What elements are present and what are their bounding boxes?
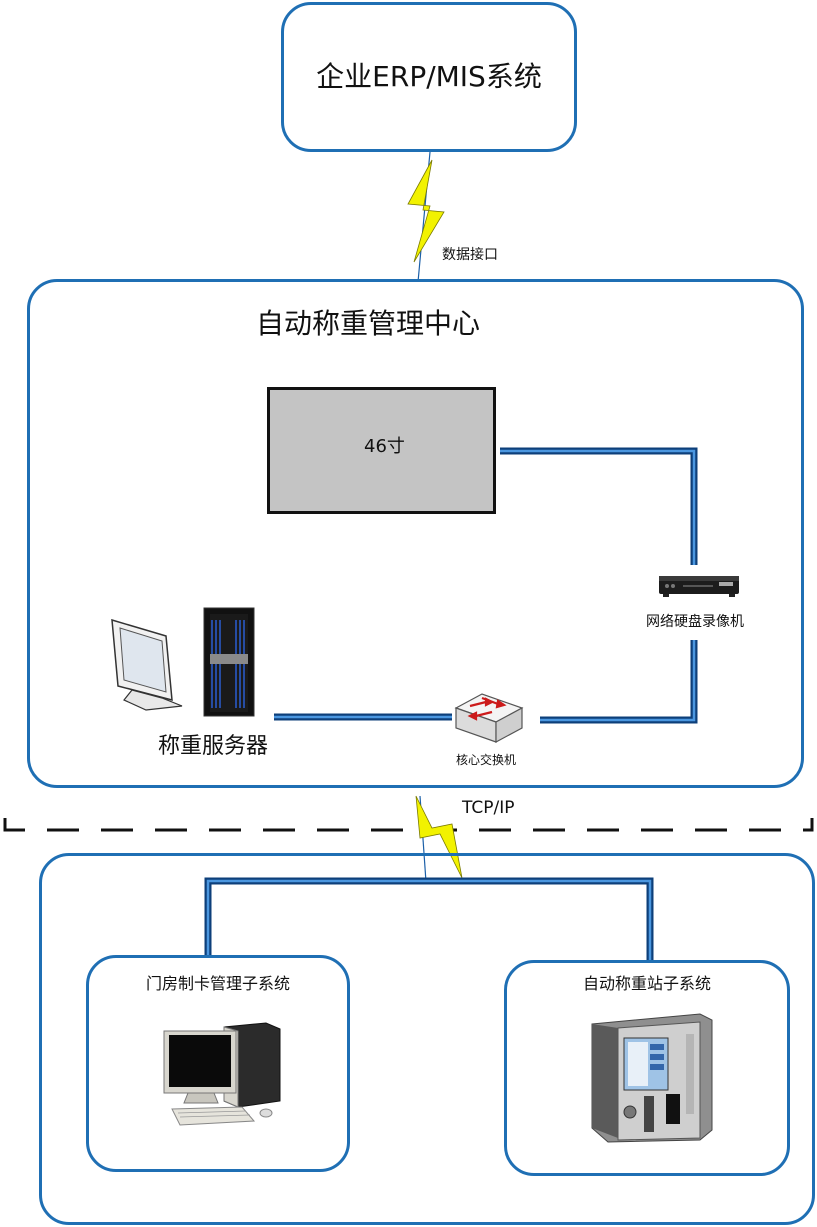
- data-interface-label: 数据接口: [442, 247, 498, 263]
- core-switch-icon: [454, 693, 524, 744]
- tv-monitor-label: 46寸: [364, 436, 405, 457]
- weighing-kiosk-icon: [591, 1013, 713, 1143]
- gate-subsystem-title: 门房制卡管理子系统: [145, 974, 290, 993]
- weighing-center-title: 自动称重管理中心: [256, 307, 481, 340]
- network-separator-line: [3, 818, 814, 832]
- nvr-label: 网络硬盘录像机: [646, 614, 744, 630]
- erp-system-title: 企业ERP/MIS系统: [316, 60, 542, 93]
- subsystem-container-box: [39, 853, 815, 1225]
- erp-system-box: [281, 2, 577, 152]
- tv-monitor: [267, 387, 496, 514]
- server-computer-icon: [111, 607, 255, 717]
- weighing-center-box: [27, 279, 804, 788]
- core-switch-label: 核心交换机: [456, 753, 517, 767]
- nvr-device-icon: [659, 576, 739, 597]
- server-label: 称重服务器: [158, 734, 269, 759]
- station-subsystem-title: 自动称重站子系统: [582, 974, 711, 993]
- tcpip-label: TCP/IP: [462, 798, 515, 818]
- data-interface-bolt: [407, 151, 445, 283]
- desktop-computer-icon: [163, 1022, 281, 1126]
